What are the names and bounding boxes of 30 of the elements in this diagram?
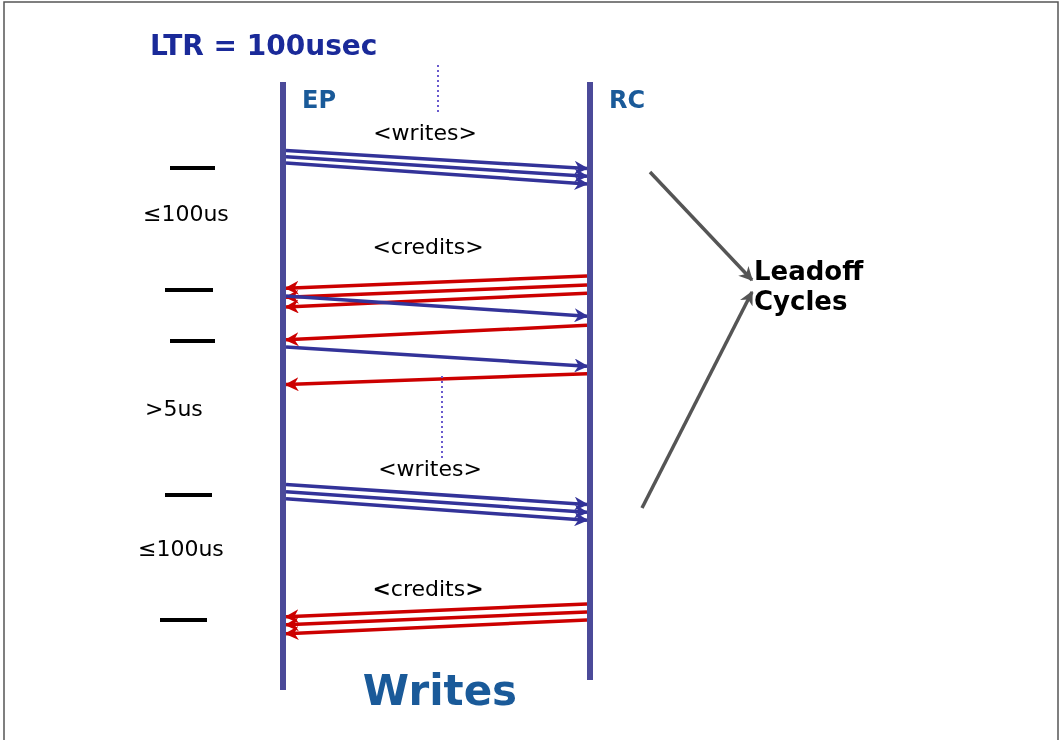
pointer-arrow (640, 290, 754, 509)
edge-label: <credits> (371, 236, 485, 258)
message-arrow (285, 497, 589, 527)
edge-label: <credits> (371, 578, 485, 600)
message-arrow (284, 323, 588, 347)
message-arrow (285, 345, 589, 373)
edge-label: <writes> (377, 458, 483, 480)
lifeline-label: RC (609, 88, 646, 112)
message-arrow (285, 489, 589, 519)
callout-text: Leadoff Cycles (754, 256, 904, 320)
message-arrow (284, 274, 588, 295)
message-arrow (285, 161, 589, 191)
message-arrow (285, 148, 589, 175)
edge-label: <writes> (372, 122, 478, 144)
pointer-arrow (648, 170, 754, 282)
time-label: ≤100us (143, 203, 229, 225)
message-arrow (285, 294, 589, 323)
message-arrow (285, 155, 589, 183)
message-arrow (284, 618, 588, 641)
message-arrow (284, 291, 588, 314)
time-label: >5us (145, 398, 203, 420)
time-label: ≤100us (138, 538, 224, 560)
heading-label: LTR = 100usec (150, 32, 378, 60)
diagram-title: Writes (361, 670, 519, 712)
message-arrow (284, 602, 588, 624)
message-arrow (285, 482, 589, 511)
lifeline-label: EP (302, 88, 336, 112)
message-arrow (284, 372, 588, 392)
message-arrow (284, 283, 588, 304)
message-arrow (284, 610, 588, 632)
